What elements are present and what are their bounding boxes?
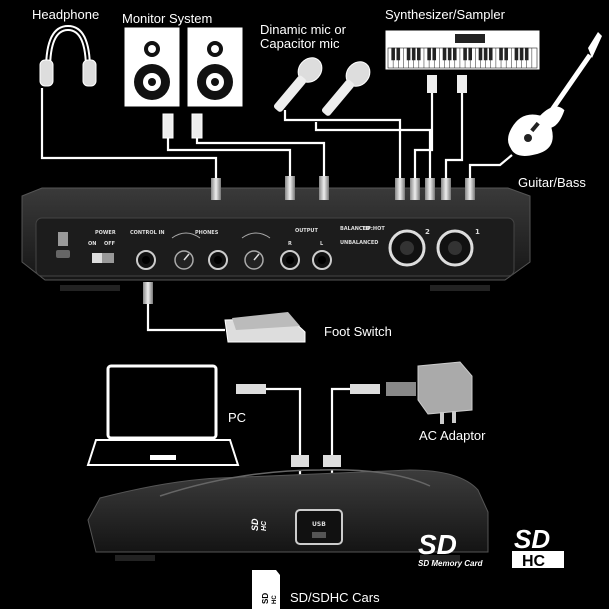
on-label: ON: [88, 241, 96, 247]
input-2-label: 2: [425, 228, 430, 236]
synth-black-key: [396, 47, 401, 61]
synthesizer-icon: [384, 29, 541, 93]
headphone-icon: [39, 24, 97, 87]
foot-switch-label: Foot Switch: [324, 324, 392, 339]
synth-black-key: [463, 47, 467, 61]
headphone-label: Headphone: [32, 7, 100, 22]
mic-label-line2: Capacitor mic: [260, 36, 340, 51]
synth-black-key: [478, 47, 483, 61]
pc-label: PC: [228, 410, 247, 425]
sd-card-label: SD/SDHC Cars: [290, 590, 380, 605]
synth-black-key: [411, 47, 416, 61]
output-label: OUTPUT: [295, 228, 318, 234]
monitor-cable-right: [166, 138, 292, 176]
sdhc-logo-mark: SD: [514, 524, 550, 554]
sd-card-hc: HC: [272, 595, 278, 604]
synth-black-key: [504, 47, 508, 61]
microphones-icon: [273, 57, 371, 116]
output-r-label: R: [288, 241, 292, 247]
synth-cable-2: [444, 85, 464, 178]
sd-logo: SD SD Memory Card: [418, 529, 484, 568]
monitor-system-label: Monitor System: [122, 11, 213, 26]
balanced-label: BALANCED: [340, 226, 370, 232]
adaptor-usb-plug: [350, 384, 380, 394]
mic-label-line1: Dinamic mic or: [260, 22, 346, 37]
synth-black-key: [453, 47, 457, 61]
mic-cable-2: [314, 122, 432, 178]
sdhc-logo-hc: HC: [522, 553, 546, 570]
control-in-label: CONTROL IN: [130, 230, 165, 236]
synth-black-key: [406, 47, 411, 61]
device-hc-mark: HC: [261, 520, 268, 531]
guitar-label: Guitar/Bass: [518, 175, 586, 190]
power-label: POWER: [95, 230, 116, 236]
tip-hot-label: TIP:HOT: [362, 226, 385, 232]
laptop-icon: [86, 364, 266, 466]
ac-adaptor-label: AC Adaptor: [419, 428, 486, 443]
recorder-device: [87, 469, 489, 561]
synth-black-key: [519, 47, 524, 61]
sd-logo-text: SD Memory Card: [418, 559, 484, 568]
usb-port-label: USB: [312, 521, 326, 528]
synth-black-key: [391, 47, 395, 61]
unbalanced-label: UNBALANCED: [340, 240, 378, 246]
jack-plugs: [143, 176, 475, 304]
usb-plug-2: [323, 455, 341, 467]
synth-black-key: [468, 47, 472, 61]
monitor-speakers-icon: [123, 26, 244, 139]
ac-adaptor-icon: [350, 361, 473, 424]
synth-black-key: [432, 47, 437, 61]
usb-plug-1: [291, 455, 309, 467]
synth-black-key: [524, 47, 529, 61]
synth-label: Synthesizer/Sampler: [385, 7, 505, 22]
mic-cable-1: [283, 110, 402, 178]
synth-black-key: [417, 47, 421, 61]
input-1-label: 1: [475, 228, 480, 236]
sdhc-logo: SD HC: [512, 524, 564, 570]
pc-usb-cable: [266, 387, 302, 455]
sd-card-icon: [252, 570, 280, 609]
headphone-cable: [40, 88, 218, 178]
adaptor-usb-cable: [330, 387, 352, 455]
foot-switch-icon: [224, 312, 306, 343]
monitor-cable-left: [195, 138, 326, 176]
guitar-icon: [507, 32, 602, 157]
synth-black-key: [442, 47, 447, 61]
sd-logo-mark: SD: [418, 529, 457, 560]
output-l-label: L: [320, 241, 324, 247]
guitar-cable: [468, 154, 513, 178]
synth-black-key: [447, 47, 452, 61]
sd-card-mark: SD: [261, 593, 270, 604]
audio-interface-device: [21, 187, 531, 291]
foot-switch-cable: [146, 282, 225, 332]
synth-cable-1: [413, 85, 434, 178]
synth-black-key: [488, 47, 493, 61]
pc-usb-plug: [236, 384, 266, 394]
synth-black-key: [499, 47, 503, 61]
synth-black-key: [514, 47, 519, 61]
synth-black-key: [483, 47, 488, 61]
device-sd-mark: SD: [250, 518, 260, 531]
synth-black-key: [427, 47, 431, 61]
phones-label: PHONES: [195, 230, 219, 236]
off-label: OFF: [104, 241, 115, 247]
